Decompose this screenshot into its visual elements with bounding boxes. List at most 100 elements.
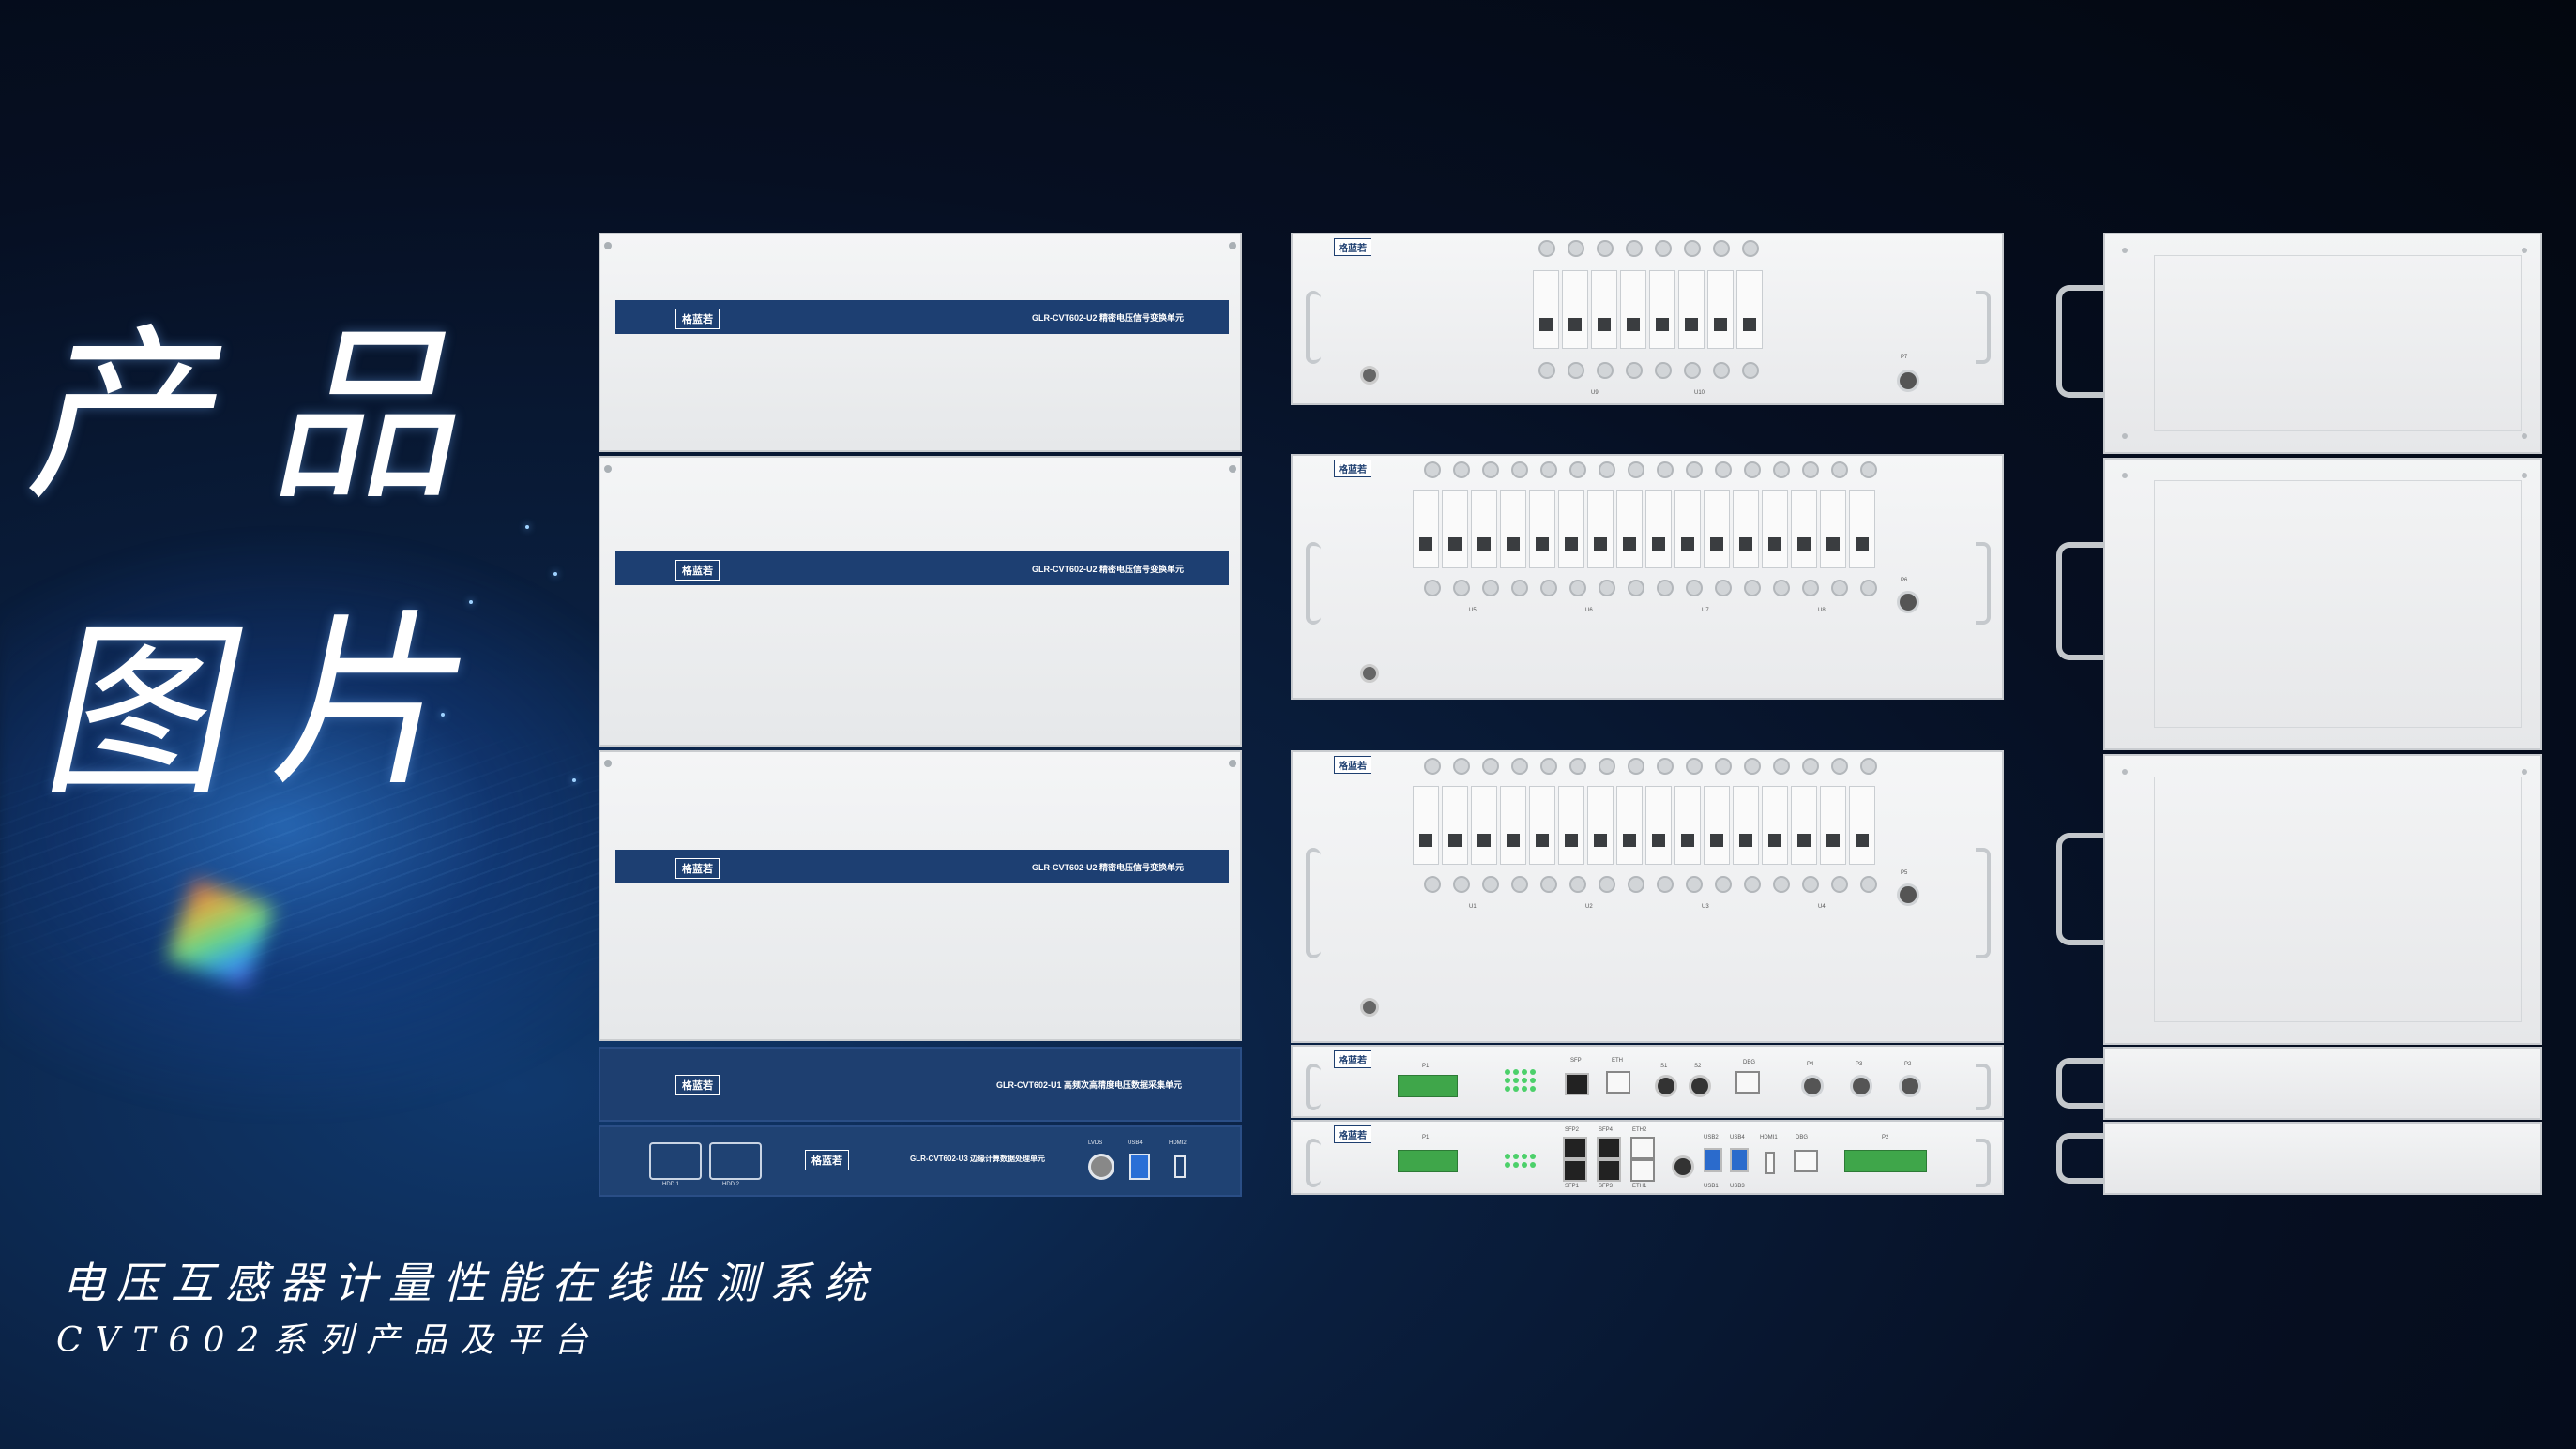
handle[interactable] [1976,1064,1991,1110]
terminal [1424,580,1441,596]
breaker[interactable] [1587,786,1614,865]
eth2-port[interactable] [1630,1137,1655,1159]
terminal-row [1538,240,1759,257]
sfp3-port[interactable] [1597,1159,1621,1182]
dbg-port[interactable] [1735,1071,1760,1094]
unit-u1: 格蓝若 GLR-CVT602-U1 高频次高精度电压数据采集单元 [599,1047,1242,1122]
sfp1-port[interactable] [1563,1159,1587,1182]
breaker[interactable] [1733,490,1759,568]
breaker[interactable] [1707,270,1734,349]
hdd-bay-1[interactable] [649,1142,702,1180]
handle[interactable] [1976,291,1991,364]
handle[interactable] [1306,1139,1321,1187]
terminal [1744,876,1761,893]
p5-connector[interactable] [1897,883,1919,906]
breaker[interactable] [1645,490,1672,568]
side-handle[interactable] [2056,833,2105,945]
breaker[interactable] [1678,270,1705,349]
handle[interactable] [1306,1064,1321,1110]
side-handle[interactable] [2056,1058,2105,1109]
s1-port[interactable] [1655,1075,1677,1097]
usb3-port[interactable] [1730,1148,1749,1172]
label-eth2: ETH2 [1632,1127,1647,1133]
handle[interactable] [1306,848,1321,958]
breaker[interactable] [1762,786,1788,865]
breaker[interactable] [1413,490,1439,568]
breaker[interactable] [1471,786,1497,865]
hero-char-3: 图 [29,603,264,822]
usb-port[interactable] [1129,1154,1150,1180]
p4-connector[interactable] [1801,1075,1824,1097]
breaker[interactable] [1442,490,1468,568]
breaker[interactable] [1820,490,1846,568]
breaker[interactable] [1558,490,1584,568]
terminal [1482,758,1499,775]
breaker[interactable] [1849,490,1875,568]
breaker[interactable] [1442,786,1468,865]
breaker[interactable] [1533,270,1559,349]
usb1-port[interactable] [1704,1148,1722,1172]
breaker[interactable] [1791,490,1817,568]
p7-connector[interactable] [1897,370,1919,392]
p6-connector[interactable] [1897,591,1919,613]
handle[interactable] [1976,1139,1991,1187]
power-terminal[interactable] [1398,1075,1458,1097]
side-handle[interactable] [2056,285,2105,398]
hdmi1-port[interactable] [1765,1152,1775,1174]
breaker[interactable] [1620,270,1646,349]
terminal [1628,876,1644,893]
breaker[interactable] [1736,270,1763,349]
sfp4-port[interactable] [1597,1137,1621,1159]
handle[interactable] [1976,542,1991,625]
breaker[interactable] [1471,490,1497,568]
screw [2122,769,2128,775]
sfp-port[interactable] [1565,1073,1589,1095]
side-panel [2154,480,2522,728]
p2-connector[interactable] [1899,1075,1921,1097]
nameplate-band: 格蓝若 GLR-CVT602-U2 精密电压信号变换单元 [615,551,1229,585]
s2-port[interactable] [1689,1075,1711,1097]
handle[interactable] [1306,291,1321,364]
breaker[interactable] [1591,270,1617,349]
sfp2-port[interactable] [1563,1137,1587,1159]
side-handle[interactable] [2056,542,2105,660]
p3-connector[interactable] [1850,1075,1872,1097]
breaker[interactable] [1616,490,1643,568]
breaker[interactable] [1587,490,1614,568]
eth-port[interactable] [1606,1071,1630,1094]
p2-terminal-block[interactable] [1844,1150,1927,1172]
breaker[interactable] [1562,270,1588,349]
breaker[interactable] [1762,490,1788,568]
label-usb3: USB3 [1730,1184,1745,1189]
breaker[interactable] [1704,490,1730,568]
s-port[interactable] [1672,1155,1694,1178]
breaker[interactable] [1616,786,1643,865]
terminal [1773,580,1790,596]
hdd-bay-2[interactable] [709,1142,762,1180]
breaker[interactable] [1413,786,1439,865]
breaker[interactable] [1674,490,1701,568]
breaker[interactable] [1500,786,1526,865]
breaker[interactable] [1558,786,1584,865]
terminal [1599,758,1615,775]
breaker[interactable] [1500,490,1526,568]
breaker[interactable] [1733,786,1759,865]
handle[interactable] [1976,848,1991,958]
chassis-u2-1: 格蓝若 GLR-CVT602-U2 精密电压信号变换单元 [599,233,1242,452]
breaker[interactable] [1529,490,1555,568]
breaker[interactable] [1645,786,1672,865]
breaker[interactable] [1791,786,1817,865]
side-handle[interactable] [2056,1133,2105,1184]
dbg-port[interactable] [1794,1150,1818,1172]
breaker[interactable] [1820,786,1846,865]
breaker[interactable] [1704,786,1730,865]
hdmi-port[interactable] [1174,1155,1186,1178]
breaker[interactable] [1849,786,1875,865]
lvds-port[interactable] [1088,1154,1114,1180]
handle[interactable] [1306,542,1321,625]
breaker[interactable] [1529,786,1555,865]
breaker[interactable] [1674,786,1701,865]
power-terminal[interactable] [1398,1150,1458,1172]
breaker[interactable] [1649,270,1675,349]
eth1-port[interactable] [1630,1159,1655,1182]
